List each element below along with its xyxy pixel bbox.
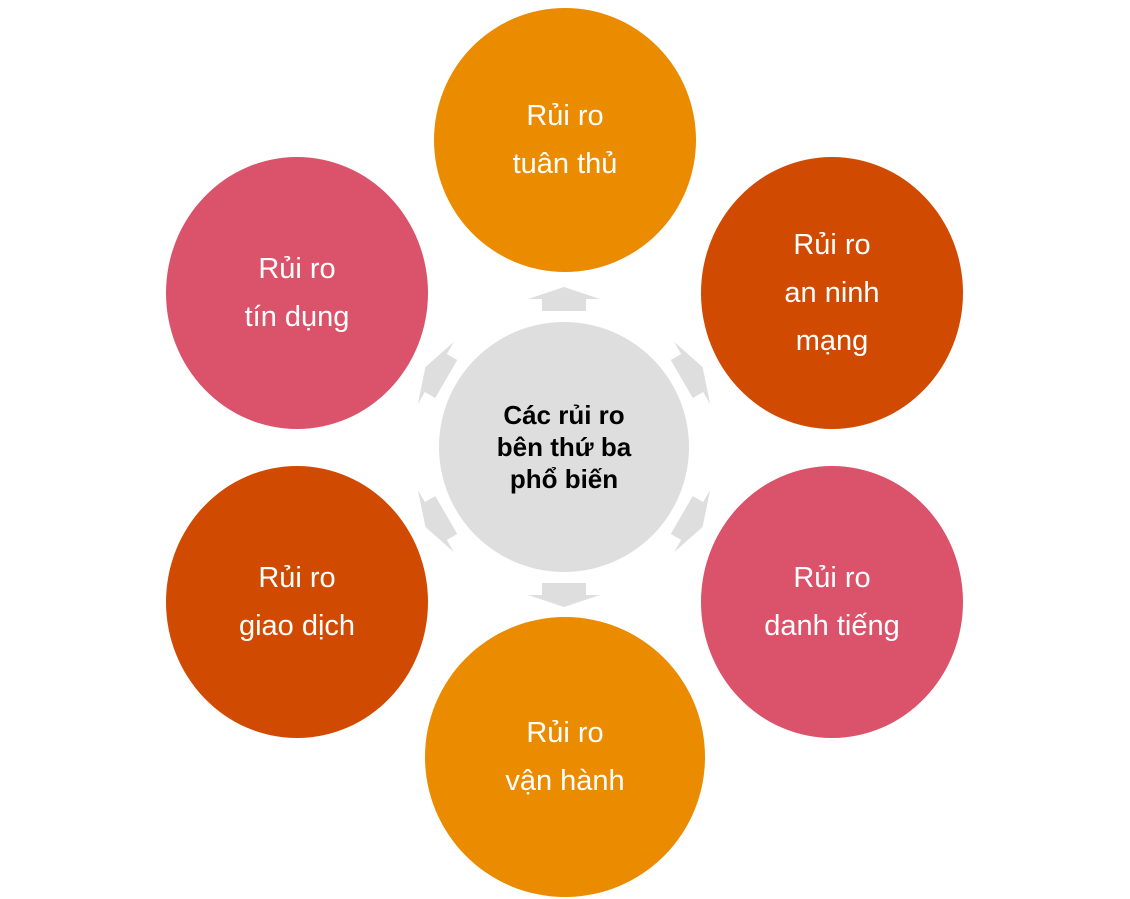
node-label-line: Rủi ro: [793, 229, 871, 261]
node-transaction-risk: Rủi ro giao dịch: [166, 466, 428, 738]
arrow-down-icon: [528, 583, 600, 607]
arrow-upper-left-icon: [417, 341, 458, 405]
center-node: Các rủi ro bên thứ ba phổ biến: [439, 322, 689, 572]
node-label-line: Rủi ro: [526, 717, 604, 749]
node-label-line: giao dịch: [238, 610, 356, 642]
node-label-line: Rủi ro: [258, 562, 336, 594]
node-cybersecurity-risk: Rủi ro an ninh mạng: [701, 157, 963, 429]
arrow-lower-right-icon: [670, 489, 711, 553]
center-label-line: Các rủi ro: [503, 400, 625, 430]
node-label-line: danh tiếng: [764, 610, 900, 642]
node-label-line: tín dụng: [244, 301, 350, 333]
node-operational-risk: Rủi ro vận hành: [425, 617, 705, 897]
arrow-lower-left-icon: [417, 489, 458, 553]
node-label-line: Rủi ro: [258, 253, 336, 285]
node-label-line: vận hành: [505, 765, 625, 797]
arrow-up-icon: [528, 287, 600, 311]
node-label-line: Rủi ro: [793, 562, 871, 594]
node-label-line: tuân thủ: [512, 148, 618, 180]
arrow-upper-right-icon: [670, 341, 711, 405]
node-label-line: an ninh: [784, 277, 880, 309]
center-label-line: phổ biến: [509, 464, 619, 494]
node-label-line: mạng: [795, 325, 869, 357]
node-compliance-risk: Rủi ro tuân thủ: [434, 8, 696, 272]
node-credit-risk: Rủi ro tín dụng: [166, 157, 428, 429]
node-reputation-risk: Rủi ro danh tiếng: [701, 466, 963, 738]
node-label-line: Rủi ro: [526, 100, 604, 132]
center-label-line: bên thứ ba: [496, 432, 632, 462]
